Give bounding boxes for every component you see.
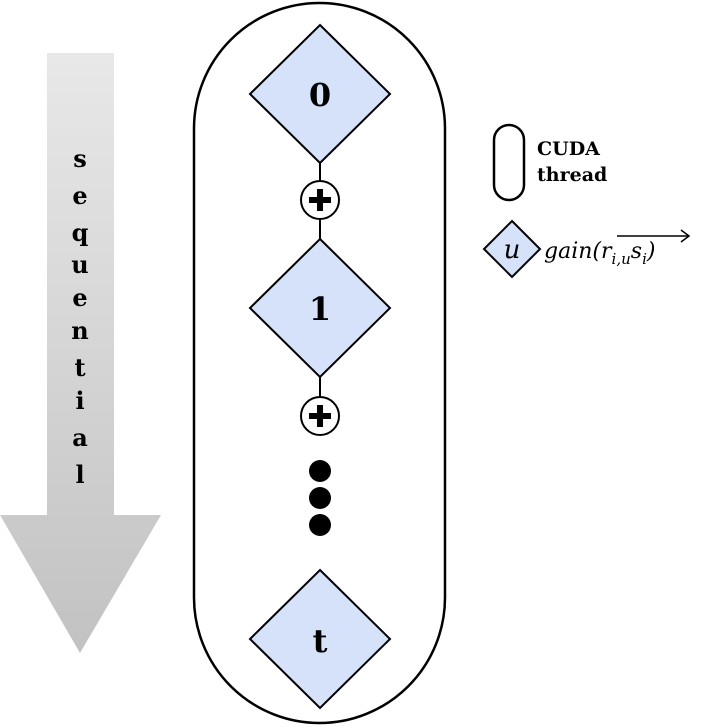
arrow-letter: s <box>73 144 87 173</box>
dot-icon <box>309 487 331 509</box>
node-diamond <box>248 23 392 165</box>
node-0: 0 <box>248 23 392 165</box>
dot-icon <box>309 514 331 536</box>
legend-node-diamond-icon <box>482 219 542 279</box>
arrow-letter: t <box>74 353 85 382</box>
node-t: t <box>248 568 392 710</box>
arrow-letter: a <box>72 423 88 452</box>
arrow-letter: l <box>75 460 84 489</box>
legend-thread-label-line1: CUDA <box>537 138 600 160</box>
plus-operator <box>300 396 340 436</box>
node-label: 1 <box>309 290 331 328</box>
arrow-letter: i <box>75 386 84 415</box>
vector-arrow-icon <box>617 229 691 243</box>
node-diamond <box>248 568 392 710</box>
arrow-shape <box>0 53 161 653</box>
arrow-letter: e <box>72 181 87 210</box>
node-label: t <box>313 622 328 660</box>
legend-thread-capsule-icon <box>492 123 526 202</box>
sequential-arrow: s e q u e n t i a l <box>0 53 161 653</box>
legend-thread-label-line2: thread <box>537 164 607 186</box>
node-label: 0 <box>309 76 331 114</box>
arrow-letter: e <box>72 283 87 312</box>
dot-icon <box>309 460 331 482</box>
legend: CUDA thread u gain(ri,usi) <box>482 123 691 279</box>
node-1: 1 <box>248 237 392 379</box>
node-diamond <box>248 237 392 379</box>
arrow-letter: n <box>71 316 88 345</box>
legend-formula: gain(ri,usi) <box>544 239 655 268</box>
ellipsis-dots <box>309 460 331 536</box>
plus-operator <box>300 180 340 220</box>
arrow-letter: q <box>72 218 89 247</box>
legend-node-symbol: u <box>504 235 521 265</box>
arrow-letter: u <box>71 250 88 279</box>
